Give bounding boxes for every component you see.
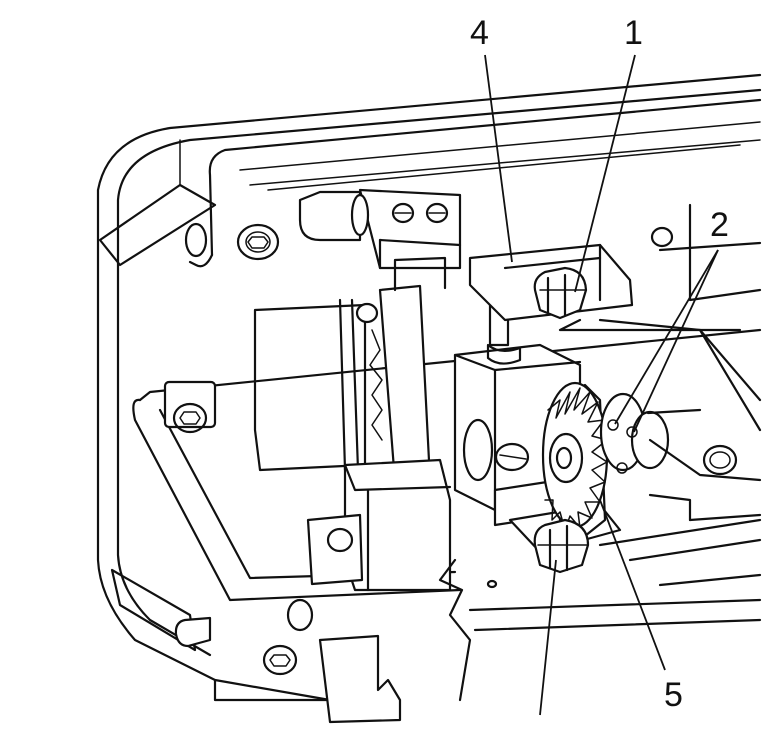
wing-screw-top — [533, 266, 588, 320]
leader-1-bottom — [539, 559, 557, 716]
plate-screw-left — [163, 380, 217, 434]
callout-4: 4 — [470, 14, 489, 52]
leader-4 — [484, 54, 513, 263]
leader-1 — [574, 54, 636, 293]
lower-block — [306, 458, 472, 724]
leader-5 — [599, 499, 666, 671]
leader-2b — [633, 249, 719, 433]
wing-screw-bottom — [533, 518, 590, 574]
gear-assembly — [541, 381, 762, 542]
callout-5: 5 — [664, 676, 683, 714]
plate-hole-right — [486, 226, 738, 589]
leader-2a — [614, 249, 719, 425]
vertical-rod — [253, 256, 447, 484]
callout-2: 2 — [710, 206, 729, 244]
base-plate — [96, 73, 762, 702]
right-housing — [688, 203, 762, 522]
upper-bracket — [298, 188, 462, 270]
plate-screw-bottom — [262, 598, 314, 676]
callout-leaders — [484, 54, 719, 716]
plate-screw-top-left — [184, 222, 280, 261]
callout-1: 1 — [624, 14, 643, 52]
